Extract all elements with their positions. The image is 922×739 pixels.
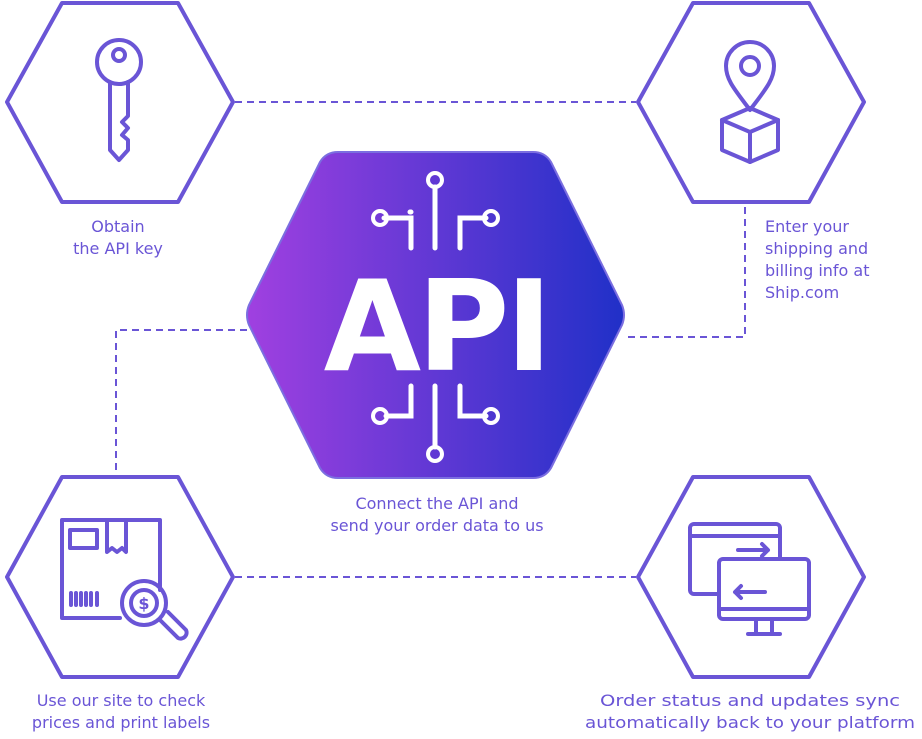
step-caption-check-prices: Use our site to check prices and print l…	[32, 691, 210, 732]
center-caption: Connect the API and send your order data…	[330, 494, 543, 535]
step-hexagon-api-key	[5, 1, 235, 204]
svg-text:shipping and: shipping and	[765, 239, 868, 258]
connector-left	[115, 329, 247, 475]
location-package-icon	[720, 40, 780, 164]
svg-text:Ship.com: Ship.com	[765, 283, 839, 302]
circuit-lines-icon	[371, 171, 500, 463]
step-caption-shipping-info: Enter your shipping and billing info at …	[765, 217, 870, 302]
svg-text:Obtain: Obtain	[91, 217, 144, 236]
package-price-search-icon: $	[60, 518, 189, 641]
step-caption-sync: Order status and updates sync automatica…	[585, 691, 915, 732]
step-hexagon-shipping-info	[636, 1, 866, 204]
step-caption-api-key: Obtain the API key	[73, 217, 163, 258]
svg-text:Order status and updates sync: Order status and updates sync	[600, 691, 900, 710]
svg-text:Enter your: Enter your	[765, 217, 849, 236]
connector-right	[625, 207, 746, 338]
connector-lines	[115, 101, 746, 578]
svg-text:Connect the API and: Connect the API and	[355, 494, 518, 513]
svg-text:send your order data to us: send your order data to us	[330, 516, 543, 535]
api-hexagon: API	[246, 151, 625, 479]
svg-text:Use our site to check: Use our site to check	[37, 691, 206, 710]
api-hexagon-shape	[246, 151, 625, 479]
svg-text:$: $	[138, 594, 149, 613]
monitor-sync-icon	[688, 522, 811, 636]
svg-text:the API key: the API key	[73, 239, 163, 258]
svg-text:prices and print labels: prices and print labels	[32, 713, 210, 732]
svg-text:automatically back to your pla: automatically back to your platform	[585, 713, 915, 732]
api-logo-text: API	[324, 253, 549, 400]
step-hexagon-check-prices	[5, 475, 235, 679]
key-icon	[95, 38, 143, 162]
svg-text:billing info at: billing info at	[765, 261, 870, 280]
